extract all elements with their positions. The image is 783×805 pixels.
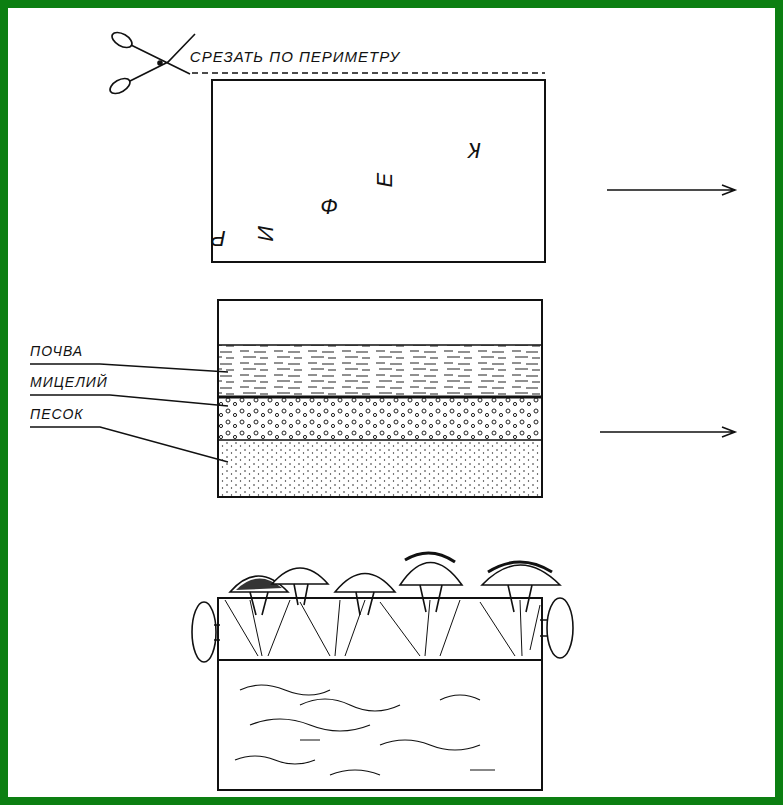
scissors-icon — [107, 29, 195, 96]
package-letter: Ф — [320, 195, 338, 219]
package-letter: Р — [211, 226, 226, 250]
package-letter: К — [468, 138, 481, 162]
leader-line — [30, 364, 228, 462]
instruction-label: СРЕЗАТЬ ПО ПЕРИМЕТРУ — [190, 49, 400, 66]
package-letter: И — [253, 225, 277, 241]
kefir-box — [212, 80, 545, 262]
cut-line — [192, 72, 545, 74]
step-arrow — [600, 427, 735, 437]
layered-box — [218, 300, 542, 497]
package-letter: Е — [373, 173, 397, 188]
layer-label: ПЕСОК — [30, 407, 84, 422]
mushroom-box — [192, 553, 573, 790]
step-arrow — [607, 185, 735, 195]
layer-label: МИЦЕЛИЙ — [30, 375, 108, 390]
layer-label: ПОЧВА — [30, 344, 83, 359]
